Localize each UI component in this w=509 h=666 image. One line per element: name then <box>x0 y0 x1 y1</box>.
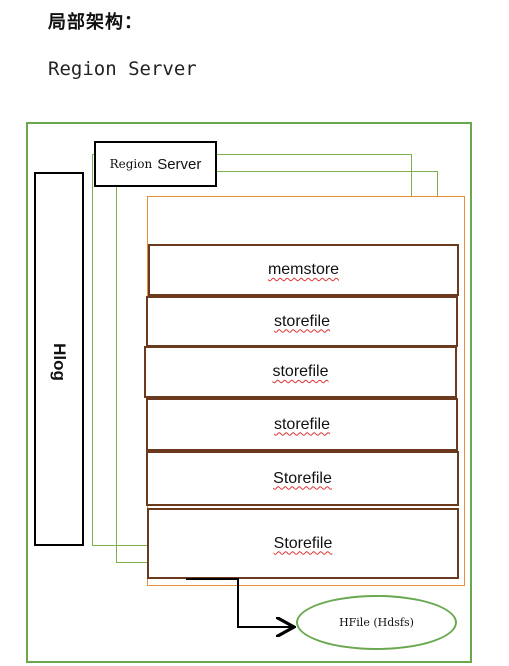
storefile-label-2: storefile <box>272 363 329 380</box>
storefile-box-3: storefile <box>146 398 458 451</box>
region-server-label-word1: Region <box>109 157 153 171</box>
region-server-label-word2: Server <box>157 155 202 173</box>
memstore-label: memstore <box>267 261 340 278</box>
page-heading: 局部架构： <box>48 12 143 33</box>
storefile-label-1: storefile <box>273 312 331 330</box>
hlog-box: Hlog <box>34 172 84 546</box>
storefile-box-4: Storefile <box>146 451 459 506</box>
storefile-box-5: Storefile <box>147 508 459 579</box>
storefile-label-4: Storefile <box>273 469 332 487</box>
memstore-box: memstore <box>148 244 459 296</box>
region-server-label: Region Server <box>94 141 217 187</box>
storefile-box-2: storefile <box>144 346 457 398</box>
storefile-label-5: Storefile <box>273 534 333 552</box>
hfile-ellipse: HFile (Hdsfs) <box>296 595 457 650</box>
outer-frame <box>26 122 472 663</box>
page-subheading: Region Server <box>48 58 197 80</box>
hfile-label: HFile (Hdsfs) <box>339 616 414 629</box>
storefile-label-3: storefile <box>273 415 331 433</box>
